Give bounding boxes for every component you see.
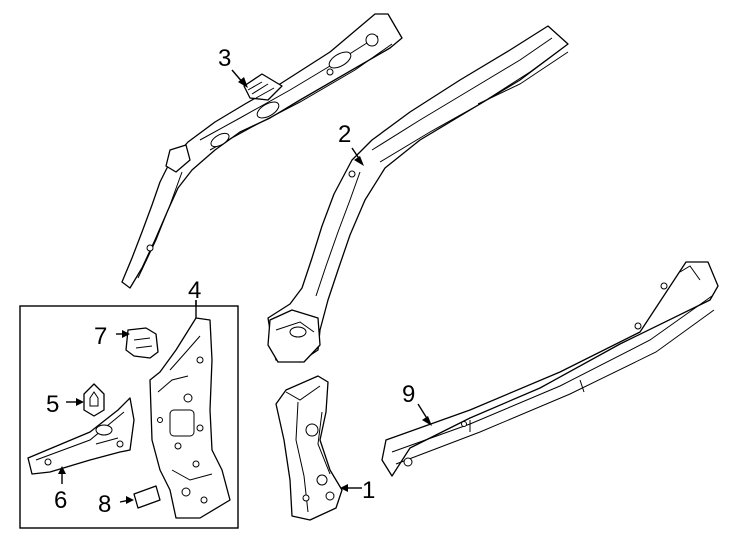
callout-3: 3 [218,45,231,72]
assembly-4-group-box [19,305,239,529]
part-9-rocker-panel[interactable] [381,261,719,477]
callout-8: 8 [98,491,111,518]
part-8-pad[interactable] [133,485,161,509]
callout-5: 5 [46,391,59,418]
part-7-bracket[interactable] [125,327,159,359]
callout-7: 7 [94,323,107,350]
part-1-b-pillar-lower[interactable] [275,375,343,521]
part-2-a-pillar-rail[interactable] [267,25,569,363]
callout-1: 1 [362,477,375,504]
callout-9: 9 [402,381,415,408]
callout-2: 2 [338,121,351,148]
callout-4: 4 [188,277,201,304]
part-5-grommet[interactable] [83,383,105,417]
part-3-roof-rail-upper[interactable] [121,13,403,289]
part-6-reinforcement[interactable] [27,397,135,475]
part-4-b-pillar-inner[interactable] [149,317,231,519]
leader-lines [58,69,432,504]
callout-6: 6 [54,487,67,514]
